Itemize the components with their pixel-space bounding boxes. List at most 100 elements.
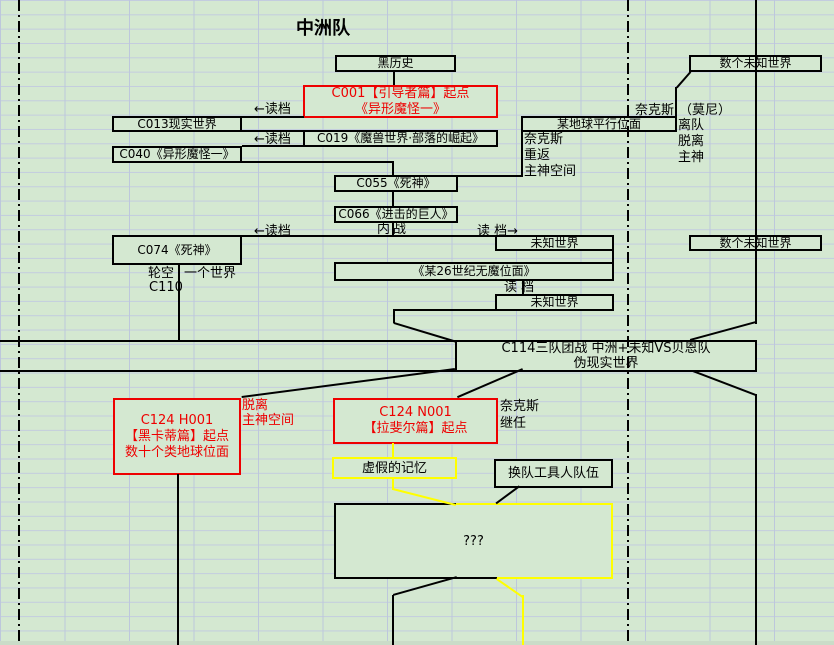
connector-line bbox=[755, 394, 757, 645]
label-moni: （莫尼） bbox=[679, 103, 732, 118]
connector-line bbox=[112, 235, 614, 237]
node-label: C124 N001 bbox=[379, 405, 452, 420]
node-label: C114三队团战 中洲+未知VS贝恩队 bbox=[501, 341, 711, 356]
connector-line bbox=[456, 503, 613, 505]
page-title: 中洲队 bbox=[296, 18, 350, 39]
connector-line bbox=[612, 249, 614, 263]
connector-line-diagonal bbox=[692, 370, 756, 396]
node-label: ??? bbox=[463, 533, 484, 549]
connector-line bbox=[522, 595, 524, 645]
node-label: C066《进击的巨人》 bbox=[338, 207, 454, 221]
connector-line bbox=[755, 0, 757, 324]
connector-line bbox=[0, 340, 456, 342]
connector-line bbox=[242, 145, 304, 147]
node-weizhi-2: 未知世界 bbox=[495, 294, 614, 311]
node-label: 数十个类地球位面 bbox=[124, 444, 229, 460]
label-zhushen-kongjian-mid: 主神空间 bbox=[524, 164, 577, 179]
connector-line-diagonal bbox=[392, 576, 457, 596]
node-label: C013现实世界 bbox=[137, 116, 217, 131]
node-label: 【拉斐尔篇】起点 bbox=[363, 421, 468, 436]
label-c110: C110 bbox=[149, 280, 183, 295]
node-label: 未知世界 bbox=[530, 235, 579, 250]
node-label: C040《异形魔怪一》 bbox=[119, 147, 235, 161]
node-weizhi-1: 未知世界 bbox=[495, 235, 614, 251]
node-c001-start: C001【引导者篇】起点 《异形魔怪一》 bbox=[303, 85, 498, 118]
connector-line bbox=[334, 503, 336, 579]
label-zhushen-kongjian-red: 主神空间 bbox=[242, 413, 295, 428]
connector-line-diagonal bbox=[495, 578, 523, 598]
connector-line bbox=[242, 161, 394, 163]
connector-line bbox=[334, 577, 499, 579]
node-c013: C013现实世界 bbox=[112, 116, 242, 132]
connector-line-diagonal bbox=[689, 321, 756, 341]
node-label: 某地球平行位面 bbox=[556, 116, 641, 131]
connector-line-diagonal bbox=[676, 71, 692, 89]
connector-line bbox=[497, 577, 613, 579]
node-label: 虚假的记忆 bbox=[361, 460, 427, 476]
label-yige-shijie: 一个世界 bbox=[184, 266, 237, 281]
node-c114-battle: C114三队团战 中洲+未知VS贝恩队 伪现实世界 bbox=[455, 340, 757, 372]
connector-line bbox=[392, 477, 394, 490]
connector-line-diagonal bbox=[495, 485, 520, 504]
label-lunkong: 轮空 bbox=[148, 266, 175, 281]
label-du-dang: ←读档 bbox=[254, 102, 291, 117]
label-zhushen-right: 主神 bbox=[678, 150, 705, 165]
connector-line bbox=[675, 87, 677, 117]
connector-line bbox=[456, 175, 522, 177]
page-break-line bbox=[627, 0, 629, 645]
node-c124-h001-start: C124 H001 【黑卡蒂篇】起点 数十个类地球位面 bbox=[113, 398, 241, 475]
connector-line bbox=[392, 595, 394, 645]
node-huandui-team: 换队工具人队伍 bbox=[494, 459, 613, 488]
label-tuoli-right: 脱离 bbox=[678, 134, 705, 149]
node-mou-diqiu: 某地球平行位面 bbox=[521, 116, 677, 132]
connector-line bbox=[392, 190, 394, 207]
connector-line bbox=[392, 221, 394, 237]
connector-line bbox=[392, 161, 394, 177]
node-label: C019《魔兽世界·部落的崛起》 bbox=[316, 131, 485, 145]
node-label: 换队工具人队伍 bbox=[507, 466, 599, 481]
label-naikesi-top: 奈克斯 bbox=[635, 103, 675, 118]
node-label: 伪现实世界 bbox=[573, 356, 639, 371]
node-c124-n001-start: C124 N001 【拉斐尔篇】起点 bbox=[333, 398, 498, 444]
label-du-dang: ←读档 bbox=[254, 132, 291, 147]
connector-line-diagonal bbox=[457, 368, 523, 398]
bottom-row-strip bbox=[0, 641, 834, 645]
label-naikesi-bot: 奈克斯 bbox=[500, 399, 540, 414]
label-tuoli-red: 脱离 bbox=[242, 398, 269, 413]
node-c066: C066《进击的巨人》 bbox=[334, 206, 458, 223]
node-label: C074《死神》 bbox=[137, 242, 217, 257]
node-label: 《某26世纪无魔位面》 bbox=[412, 264, 536, 278]
label-du-dang-right: 读 档→ bbox=[477, 224, 519, 239]
node-label: C055《死神》 bbox=[356, 176, 436, 190]
node-label: 黑历史 bbox=[377, 56, 414, 70]
label-du-dang-split: 读 档 bbox=[504, 280, 535, 295]
node-xujia-jiyi: 虚假的记忆 bbox=[332, 457, 457, 479]
connector-line bbox=[611, 503, 613, 579]
connector-line-diagonal bbox=[241, 368, 455, 398]
node-c040: C040《异形魔怪一》 bbox=[112, 146, 242, 163]
label-nei-zhan: 内战 bbox=[377, 222, 410, 237]
label-jiren: 继任 bbox=[500, 416, 527, 431]
connector-line bbox=[334, 503, 458, 505]
label-du-dang: ←读档 bbox=[254, 224, 291, 239]
node-c074: C074《死神》 bbox=[112, 235, 242, 265]
connector-line bbox=[242, 130, 304, 132]
connector-line bbox=[521, 130, 523, 177]
node-label: C124 H001 bbox=[140, 412, 214, 428]
connector-line bbox=[0, 370, 456, 372]
label-naikesi-mid: 奈克斯 bbox=[524, 132, 564, 147]
node-c055: C055《死神》 bbox=[334, 175, 458, 192]
node-label: 《异形魔怪一》 bbox=[354, 101, 446, 117]
node-hei-lishi: 黑历史 bbox=[335, 55, 456, 72]
connector-line bbox=[242, 116, 304, 118]
connector-line bbox=[178, 264, 180, 341]
connector-line bbox=[392, 443, 394, 459]
connector-line bbox=[393, 71, 395, 85]
node-unknown-qqq: ??? bbox=[336, 505, 611, 577]
label-chongfan: 重返 bbox=[524, 148, 551, 163]
connector-line bbox=[177, 474, 179, 645]
node-c019: C019《魔兽世界·部落的崛起》 bbox=[303, 130, 498, 147]
node-mou26: 《某26世纪无魔位面》 bbox=[334, 262, 614, 281]
connector-line bbox=[393, 309, 395, 323]
